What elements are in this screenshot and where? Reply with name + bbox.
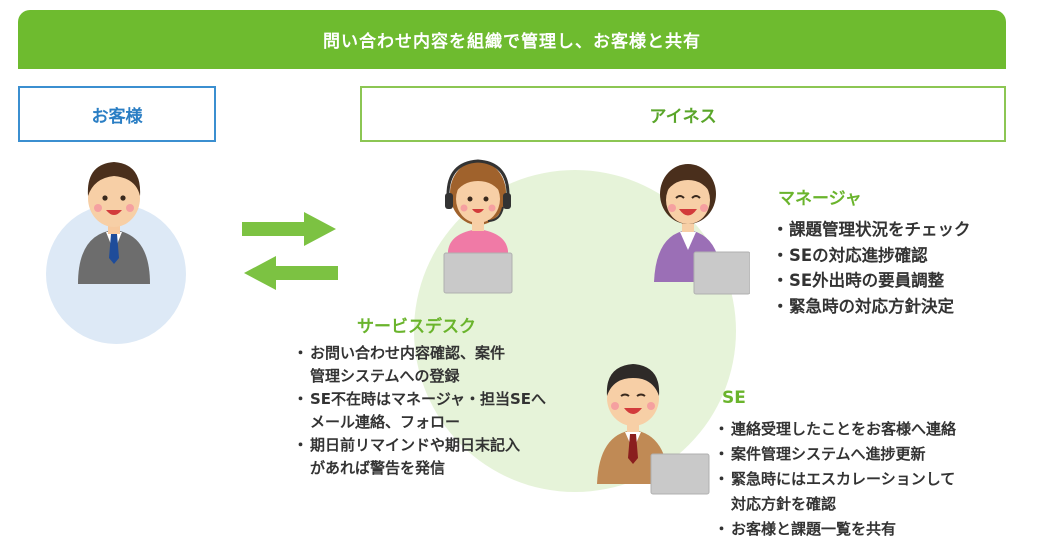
list-item: 期日前リマインドや期日末記入 があれば警告を発信 [293,434,546,480]
list-item: 連絡受理したことをお客様へ連絡 [714,417,956,442]
list-item: 緊急時の対応方針決定 [772,294,971,320]
list-item: SE外出時の要員調整 [772,268,971,294]
manager-task-list: 課題管理状況をチェック SEの対応進捗確認 SE外出時の要員調整 緊急時の対応方… [772,217,971,320]
manager-person-icon [654,164,750,295]
list-item: 案件管理システムへ進捗更新 [714,442,956,467]
list-item: 緊急時にはエスカレーションして 対応方針を確認 [714,467,956,517]
arrow-right-icon [242,212,336,246]
customer-label: お客様 [18,86,216,142]
se-task-list: 連絡受理したことをお客様へ連絡 案件管理システムへ進捗更新 緊急時にはエスカレー… [714,417,956,542]
banner-title: 問い合わせ内容を組織で管理し、お客様と共有 [18,10,1006,69]
se-title: SE [722,388,746,408]
arrow-left-icon [244,256,338,290]
list-item: SEの対応進捗確認 [772,243,971,269]
customer-person-icon [78,162,150,284]
list-item: お問い合わせ内容確認、案件 管理システムへの登録 [293,342,546,388]
se-person-icon [597,364,710,495]
manager-title: マネージャ [778,189,862,209]
service-desk-title: サービスデスク [357,317,476,337]
service-desk-person-icon [443,159,513,294]
aines-label: アイネス [360,86,1006,142]
list-item: 課題管理状況をチェック [772,217,970,243]
list-item: SE不在時はマネージャ・担当SEへ メール連絡、フォロー [293,388,546,434]
service-desk-task-list: お問い合わせ内容確認、案件 管理システムへの登録 SE不在時はマネージャ・担当S… [293,342,546,480]
list-item: お客様と課題一覧を共有 [714,517,956,542]
